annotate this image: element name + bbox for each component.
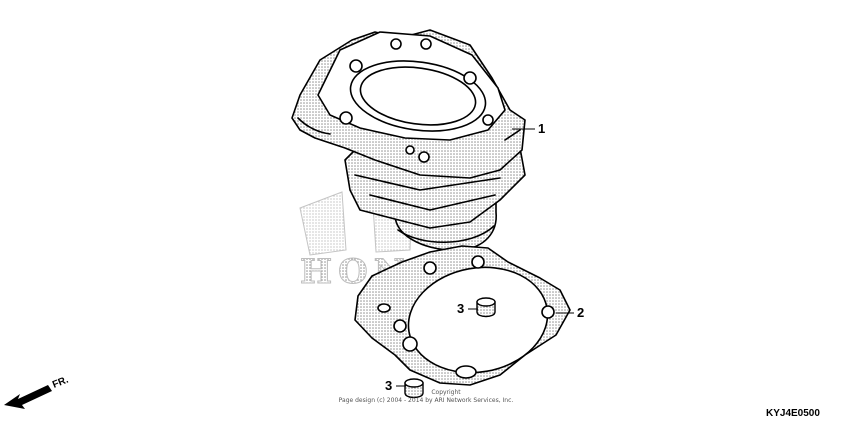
front-arrow: FR.	[4, 374, 70, 409]
copyright-line-2: Page design (c) 2004 - 2014 by ARI Netwo…	[339, 397, 514, 404]
cylinder-part	[291, 29, 526, 251]
callout-1[interactable]: 1	[538, 121, 545, 136]
callout-3-upper[interactable]: 3	[457, 301, 464, 316]
dowel-pin-lower	[404, 378, 424, 399]
copyright-line-1: Copyright	[431, 389, 461, 396]
callout-3-lower[interactable]: 3	[385, 378, 392, 393]
gasket-part	[354, 245, 571, 386]
front-arrow-label: FR.	[51, 374, 70, 390]
callout-2[interactable]: 2	[577, 305, 584, 320]
figure-code: KYJ4E0500	[766, 408, 820, 419]
dowel-pin-upper	[476, 297, 496, 318]
leader-lines	[396, 128, 574, 387]
